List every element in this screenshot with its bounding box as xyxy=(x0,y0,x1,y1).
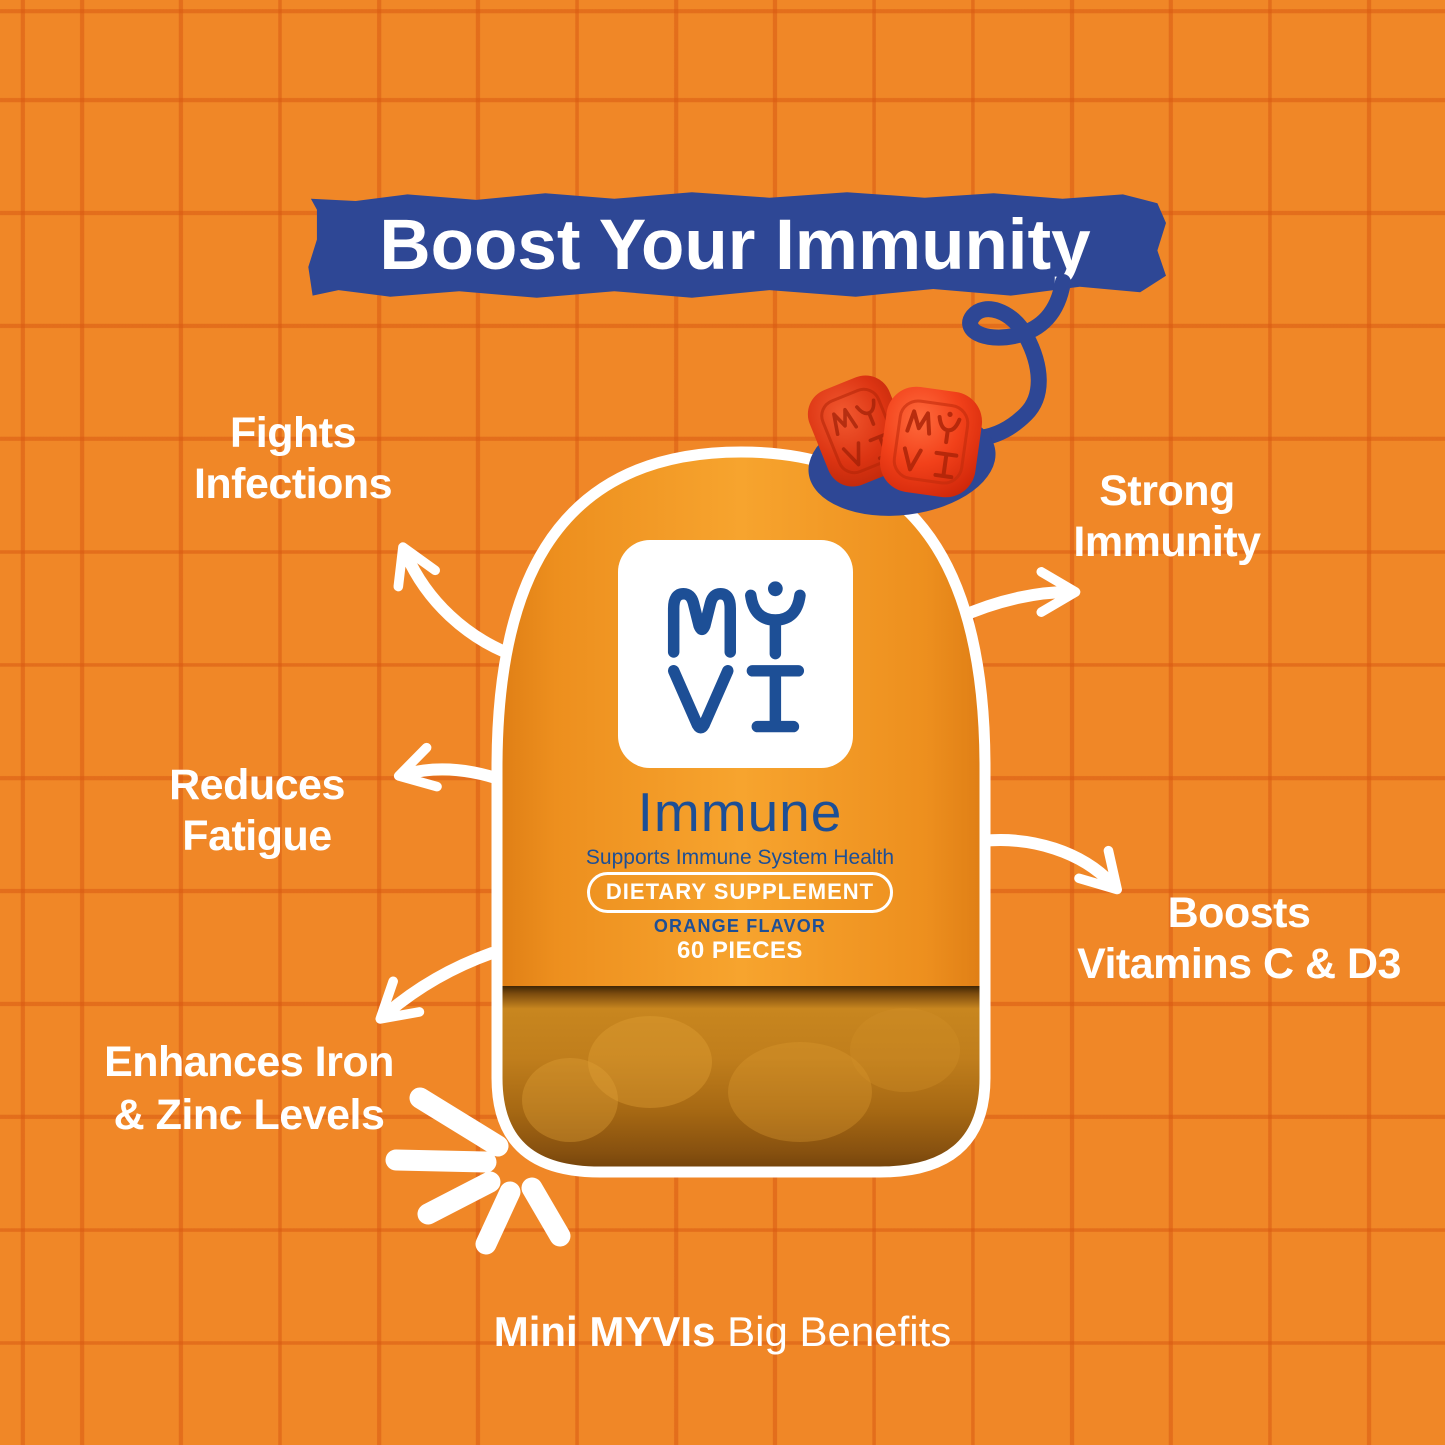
benefit-line: & Zinc Levels xyxy=(113,1091,385,1139)
gummy-front xyxy=(879,386,983,498)
gummy-shadow-blob xyxy=(850,1008,960,1092)
page-title: Boost Your Immunity xyxy=(379,205,1091,285)
benefit-line: Fights xyxy=(230,409,356,457)
starburst-icon xyxy=(385,1087,571,1255)
benefit-line: Strong xyxy=(1099,467,1235,515)
product-name: Immune xyxy=(637,781,843,843)
title-banner: Boost Your Immunity xyxy=(308,192,1166,298)
benefit-reduces-fatigue: Reduces Fatigue xyxy=(82,760,432,862)
tagline-bold: Mini MYVIs xyxy=(493,1308,716,1355)
squiggle-line-icon xyxy=(962,274,1071,446)
gummy-shadow-blob xyxy=(728,1042,872,1142)
logo-person-head xyxy=(767,581,783,597)
benefit-fights-infections: Fights Infections xyxy=(118,408,468,510)
arrow-to-strong-immunity-icon xyxy=(952,567,1081,624)
arrow-to-fights-infections-icon xyxy=(393,542,511,658)
gummy-logo-emboss xyxy=(902,409,962,480)
benefit-line: Vitamins C & D3 xyxy=(1077,940,1401,988)
bottle-label-card xyxy=(618,540,853,768)
logo-letter-i xyxy=(746,665,804,733)
benefit-line: Immunity xyxy=(1073,518,1261,566)
arrow-to-boosts-vitamins-icon xyxy=(976,834,1122,895)
gummies xyxy=(807,375,996,516)
logo-letter-m xyxy=(667,587,736,658)
benefit-line: Enhances Iron xyxy=(104,1038,394,1086)
bottle-amber-window xyxy=(497,986,985,1172)
gummy-shadow-blob xyxy=(588,1016,712,1108)
arrow-to-enhances-iron-icon xyxy=(375,947,498,1024)
tagline-rest: Big Benefits xyxy=(715,1308,952,1355)
logo-letter-y-person xyxy=(744,589,806,660)
dietary-supplement-badge: DIETARY SUPPLEMENT xyxy=(490,872,990,913)
benefit-line: Fatigue xyxy=(182,812,332,860)
benefit-line: Infections xyxy=(193,460,393,508)
bottle-outline xyxy=(491,446,991,1178)
benefit-line: Reduces xyxy=(169,761,345,809)
product-quantity: 60 PIECES xyxy=(677,937,803,964)
benefit-line: Boosts xyxy=(1167,889,1311,937)
benefit-strong-immunity: Strong Immunity xyxy=(992,466,1342,568)
tagline: Mini MYVIs Big Benefits xyxy=(0,1308,1445,1356)
badge-label: DIETARY SUPPLEMENT xyxy=(586,872,894,913)
benefit-enhances-iron-zinc: Enhances Iron & Zinc Levels xyxy=(53,1036,445,1142)
product-flavor: ORANGE FLAVOR xyxy=(653,916,827,936)
benefit-boosts-vitamins: Boosts Vitamins C & D3 xyxy=(1027,888,1445,990)
logo-letter-v xyxy=(667,665,734,734)
gummy-shadow-blob xyxy=(522,1058,618,1142)
product-subtitle: Supports Immune System Health xyxy=(585,846,895,869)
myvi-logo xyxy=(667,581,806,734)
